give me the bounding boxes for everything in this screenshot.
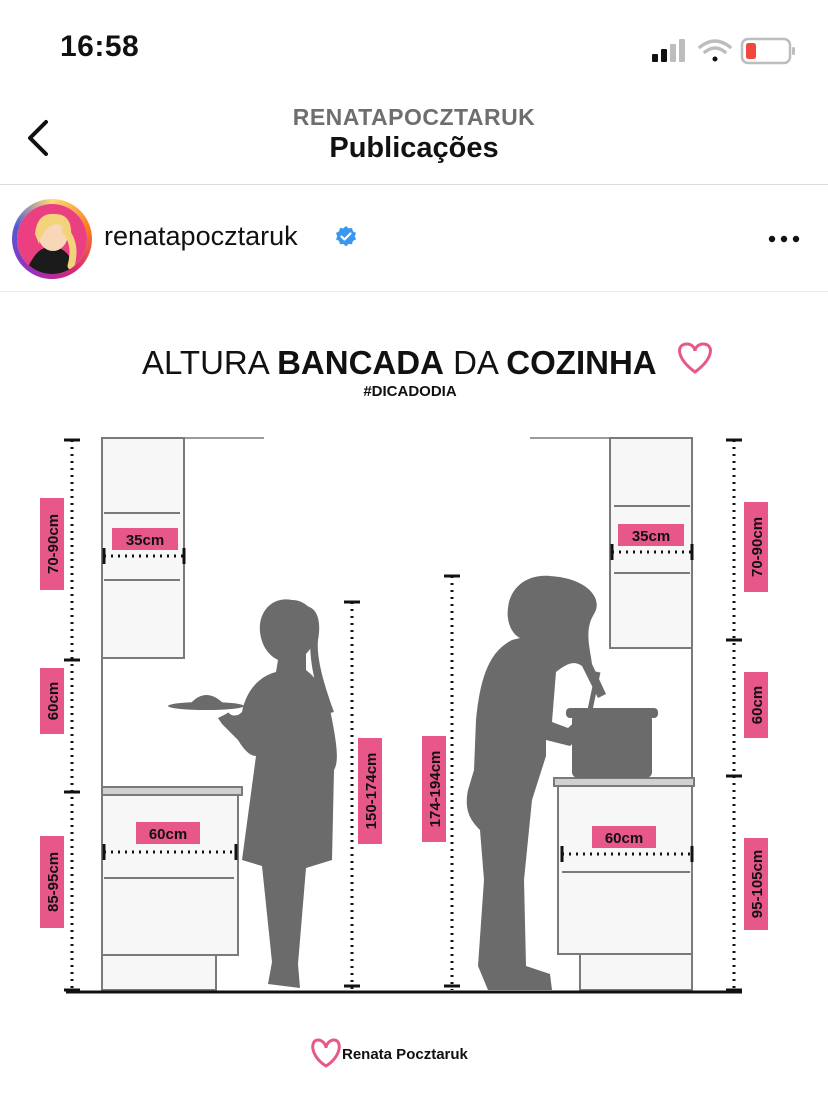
woman-silhouette [218, 599, 337, 988]
account-name: RENATAPOCZTARUK [292, 104, 536, 130]
label-right-upper-depth: 35cm [618, 524, 684, 546]
svg-text:85-95cm: 85-95cm [45, 852, 62, 912]
dimension-ticks [64, 438, 742, 992]
svg-text:70-90cm: 70-90cm [45, 514, 62, 574]
svg-text:174-194cm: 174-194cm [427, 751, 444, 828]
post-header: renatapocztaruk [0, 185, 828, 292]
back-arrow-icon[interactable] [18, 116, 62, 160]
svg-text:35cm: 35cm [632, 528, 670, 545]
clock: 16:58 [60, 30, 140, 63]
heart-icon [678, 342, 712, 374]
label-right-counter-depth: 60cm [592, 826, 656, 848]
svg-text:60cm: 60cm [45, 682, 62, 720]
svg-text:60cm: 60cm [149, 826, 187, 843]
cooking-pot [566, 671, 658, 778]
label-left-gap: 60cm [40, 668, 64, 734]
post-image[interactable]: ALTURA BANCADA DA COZINHA #DICADODIA [0, 292, 828, 1118]
cellular-signal-icon [652, 39, 685, 62]
right-lower-cabinet [553, 777, 695, 991]
battery-icon [740, 37, 795, 65]
svg-text:35cm: 35cm [126, 532, 164, 549]
svg-text:150-174cm: 150-174cm [363, 753, 380, 830]
svg-text:60cm: 60cm [605, 830, 643, 847]
verified-badge-icon [336, 226, 356, 247]
svg-text:95-105cm: 95-105cm [749, 850, 766, 918]
status-icons [652, 37, 795, 65]
man-silhouette [466, 575, 606, 990]
label-left-person-height: 150-174cm [358, 738, 382, 844]
label-right-person-height: 174-194cm [422, 736, 446, 842]
signature: Renata Pocztaruk [342, 1046, 469, 1063]
label-left-upper-height: 70-90cm [40, 498, 64, 590]
username[interactable]: renatapocztaruk [104, 221, 298, 251]
svg-text:70-90cm: 70-90cm [749, 517, 766, 577]
label-right-counter-height: 95-105cm [744, 838, 768, 930]
signature-heart-icon [311, 1038, 341, 1068]
wifi-icon [698, 39, 732, 62]
more-options-icon[interactable] [760, 221, 808, 257]
plate-with-food [168, 695, 244, 710]
label-right-upper-height: 70-90cm [744, 502, 768, 592]
hashtag: #DICADODIA [363, 383, 457, 400]
nav-header: RENATAPOCZTARUK Publicações [0, 92, 828, 185]
label-left-counter-depth: 60cm [136, 822, 200, 844]
story-ring[interactable] [12, 199, 92, 279]
label-left-counter-height: 85-95cm [40, 836, 64, 928]
status-bar: 16:58 [0, 0, 828, 92]
avatar[interactable] [17, 204, 87, 274]
svg-text:60cm: 60cm [749, 686, 766, 724]
infographic-title: ALTURA BANCADA DA COZINHA [142, 344, 657, 381]
left-lower-cabinet [101, 786, 243, 991]
label-left-upper-depth: 35cm [112, 528, 178, 550]
page-title: Publicações [329, 132, 499, 164]
label-right-gap: 60cm [744, 672, 768, 738]
avatar-image [17, 204, 87, 274]
dimension-lines [70, 440, 736, 990]
